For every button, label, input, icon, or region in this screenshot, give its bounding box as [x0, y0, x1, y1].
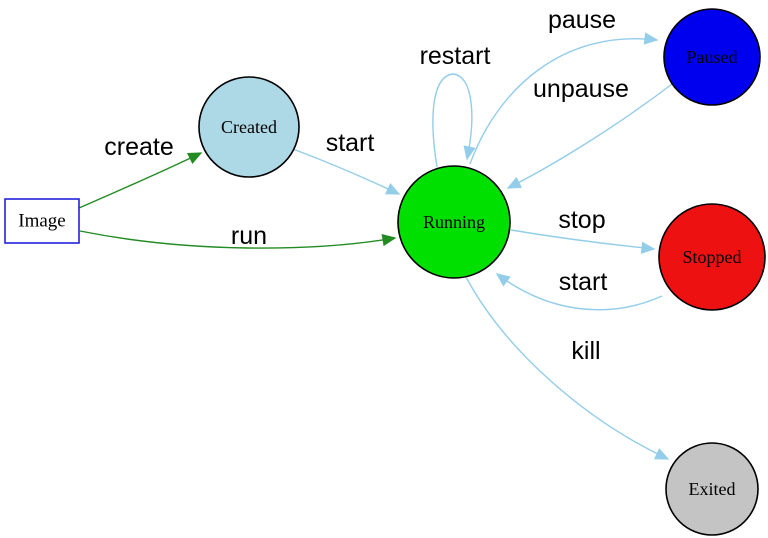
edge-start-stopped [495, 273, 663, 311]
edge-create [78, 152, 203, 209]
edge-unpause [506, 83, 673, 189]
nodes: Image Created Running Paused Stopped Exi [4, 8, 766, 536]
exited-node-label: Exited [689, 479, 736, 499]
paused-node-shape [663, 8, 761, 106]
edge-label-start-stopped: start [559, 268, 608, 296]
edges [78, 32, 673, 460]
stopped-node-shape [658, 203, 766, 311]
node-image: Image [4, 198, 80, 244]
created-node-label: Created [221, 117, 277, 137]
edge-label-restart: restart [420, 42, 491, 70]
edge-label-pause: pause [548, 6, 616, 34]
edge-label-unpause: unpause [533, 75, 629, 103]
image-node-label: Image [18, 211, 65, 232]
node-stopped: Stopped [658, 203, 766, 311]
edge-label-start-created: start [326, 129, 375, 157]
edge-start-created [292, 148, 401, 195]
edge-pause [469, 32, 659, 165]
node-created: Created [198, 76, 300, 178]
stopped-node-label: Stopped [682, 247, 741, 267]
edge-label-run: run [231, 222, 267, 250]
edge-stop [510, 229, 656, 254]
running-node-shape [397, 165, 511, 279]
exited-node-shape [665, 442, 759, 536]
running-node-label: Running [423, 212, 485, 232]
node-paused: Paused [663, 8, 761, 106]
node-exited: Exited [665, 442, 759, 536]
edge-labels: create run start restart pause unpause s… [104, 6, 629, 365]
edge-label-stop: stop [558, 206, 605, 234]
edge-kill [465, 276, 670, 460]
edge-label-create: create [104, 133, 173, 161]
paused-node-label: Paused [687, 47, 738, 67]
created-node-shape [198, 76, 300, 178]
image-node-shape [4, 198, 80, 244]
edge-run [79, 230, 397, 249]
node-running: Running [397, 165, 511, 279]
edge-restart-loop [432, 73, 476, 168]
edge-label-kill: kill [571, 337, 600, 365]
